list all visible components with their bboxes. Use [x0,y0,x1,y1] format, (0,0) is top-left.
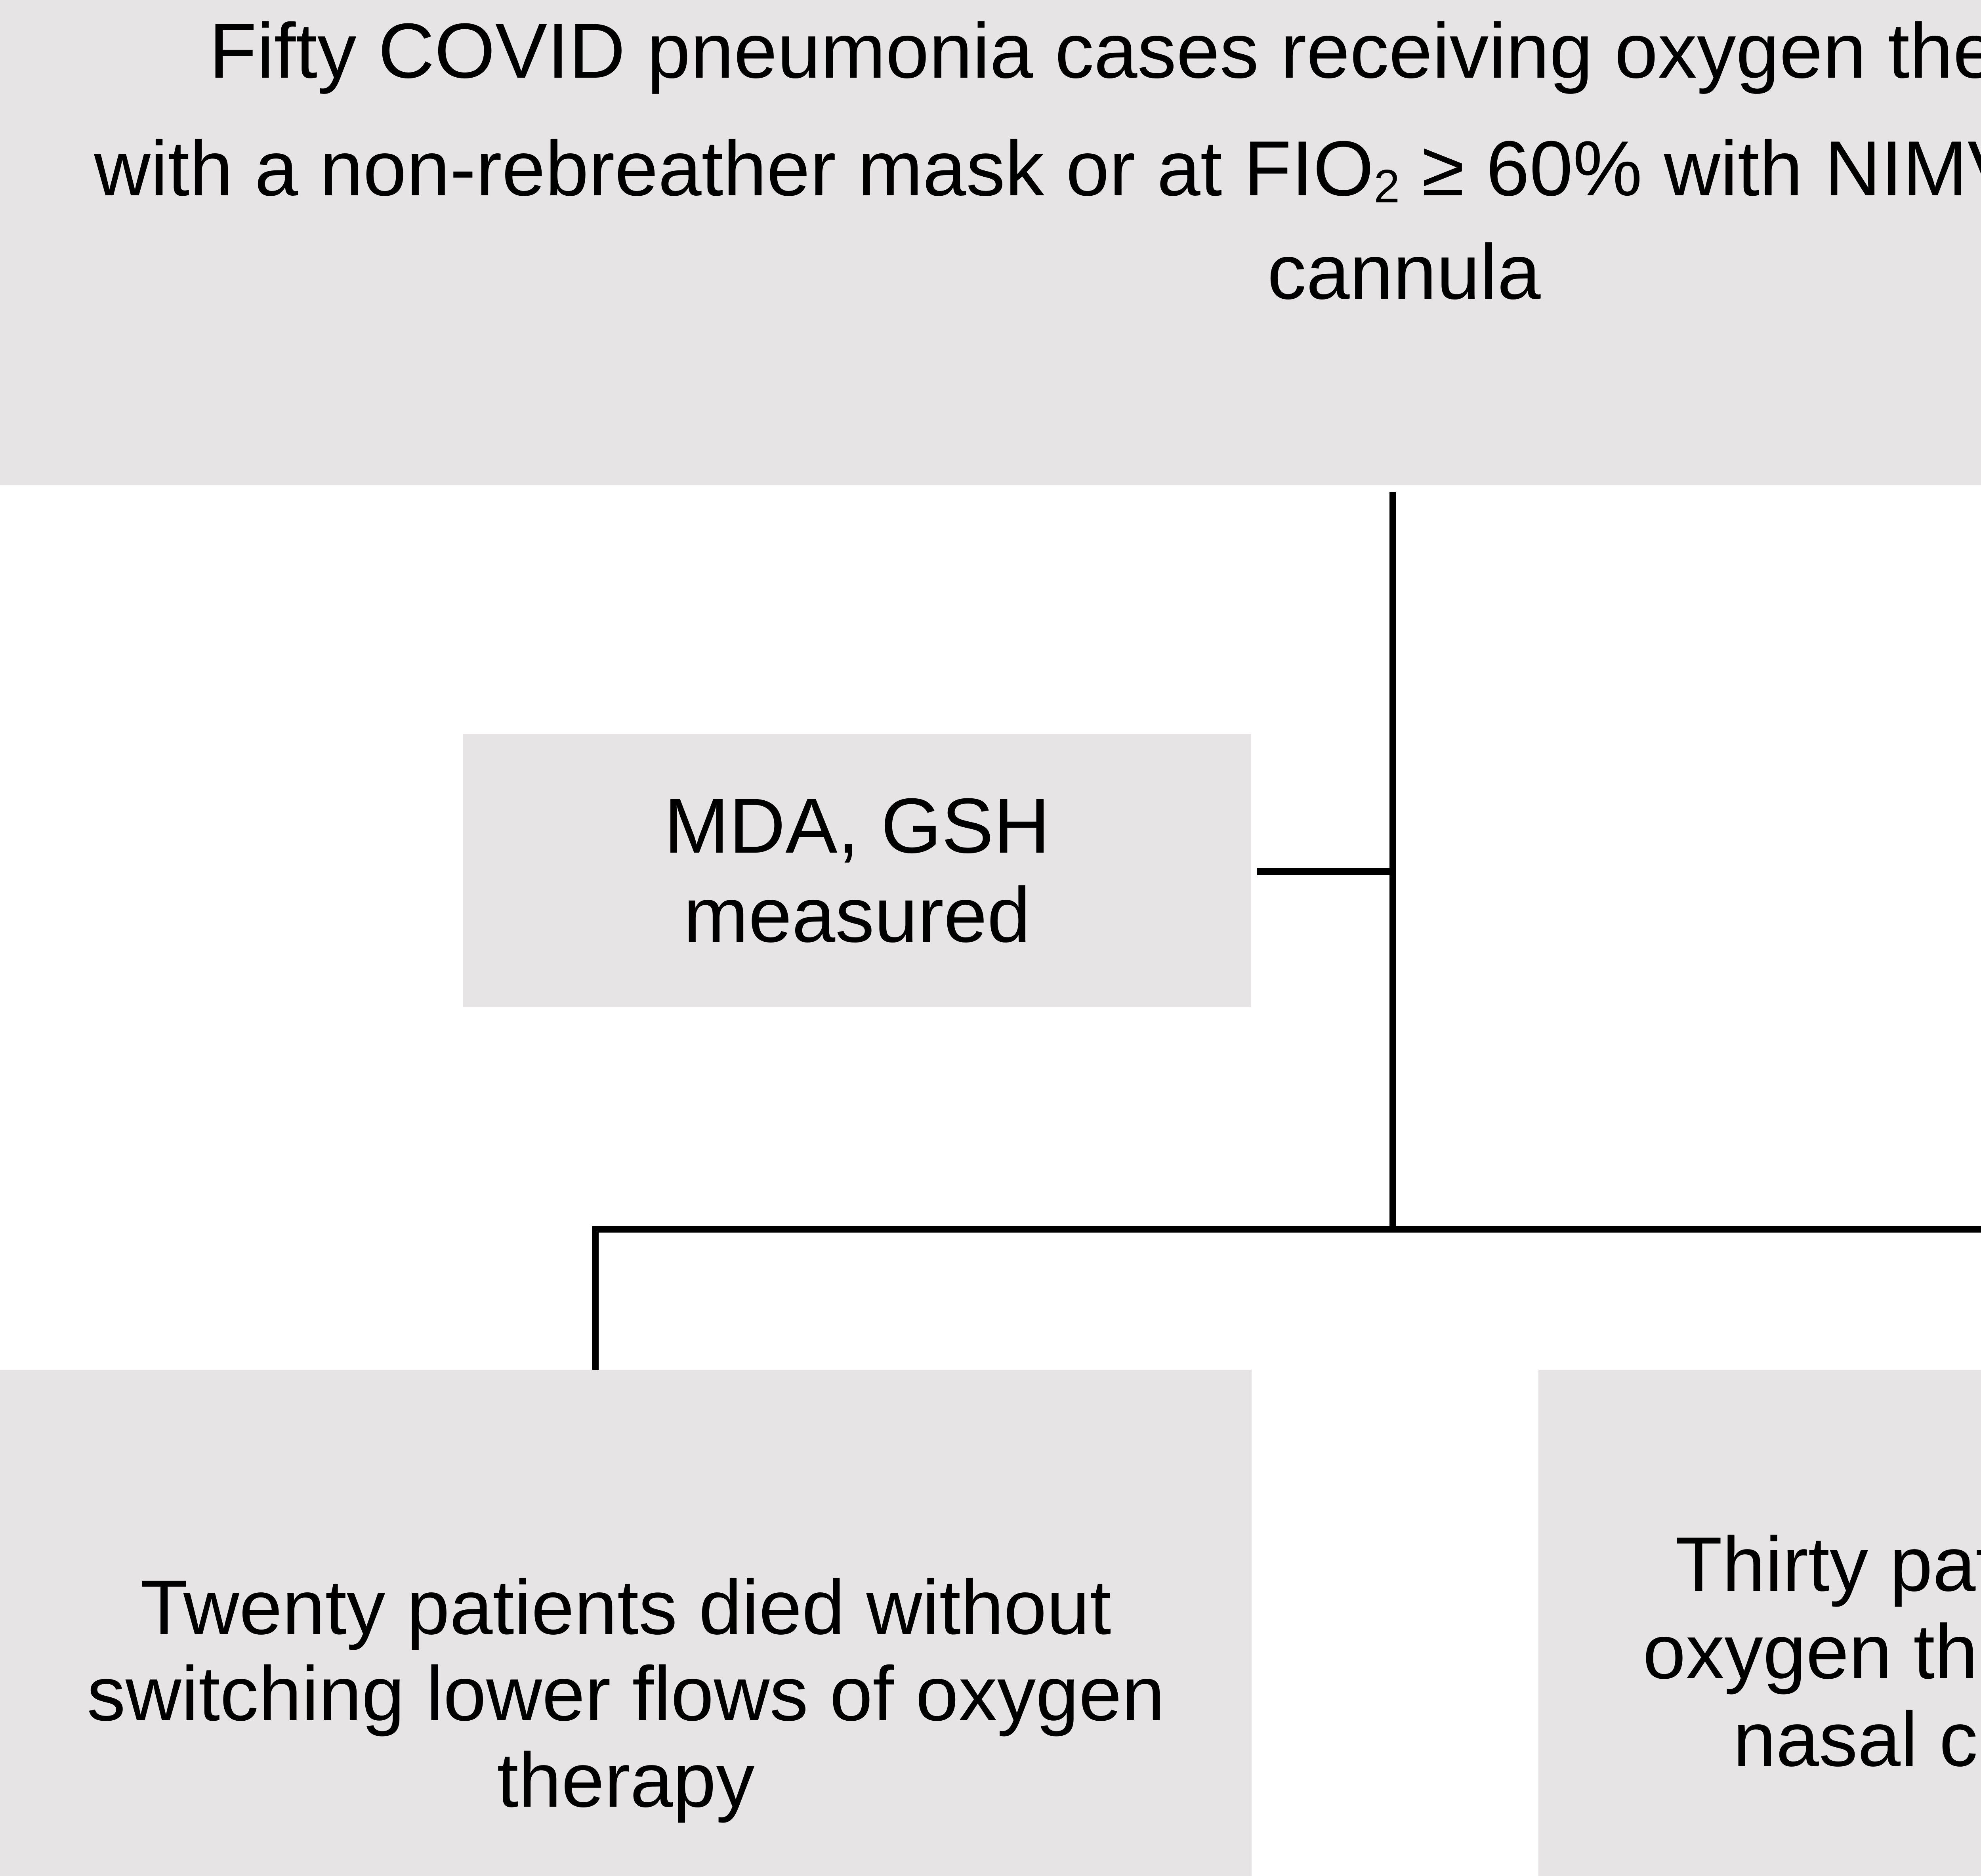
died-box-line-3: therapy [497,1737,755,1823]
branch-left-drop-line [592,1226,599,1370]
died-box-line-1: Twenty patients died without [140,1564,1111,1651]
enrollment-line2-post: ≥ 60% with NIMV and high-flow nasal [1421,125,1981,212]
mda-box-line-1: MDA, GSH [664,782,1050,869]
enrollment-box: Fifty COVID pneumonia cases receiving ox… [0,0,1981,485]
died-patients-box: Twenty patients died without switching l… [0,1370,1252,1876]
branch-horizontal-line [592,1226,1981,1233]
switched-box-line-4: measured [1538,1783,1981,1871]
enrollment-box-line-1: Fifty COVID pneumonia cases receiving ox… [209,7,1981,94]
switched-box-line-3: nasal cannula MDA, GSH [1733,1696,1981,1782]
mda-gsh-measured-box: MDA, GSH measured [463,734,1251,1007]
enrollment-line2-pre: with a non-rebreather mask or at FIO [94,125,1374,212]
mda-box-connector-line [1257,868,1396,875]
fio2-subscript: 2 [1374,160,1400,213]
mda-box-line-2: measured [683,871,1031,958]
vertical-stem-connector-line [1389,492,1396,1233]
died-box-line-2: switching lower flows of oxygen [87,1651,1165,1737]
switched-box-line-1: Thirty patients were switched [1675,1521,1981,1607]
enrollment-box-line-2: with a non-rebreather mask or at FIO2 ≥ … [0,130,1981,226]
switched-patients-box: Thirty patients were switched oxygen the… [1538,1370,1981,1876]
enrollment-box-line-3: cannula [1267,228,1541,315]
switched-box-line-2: oxygen therapy at 2-4 L/min by [1643,1609,1981,1695]
